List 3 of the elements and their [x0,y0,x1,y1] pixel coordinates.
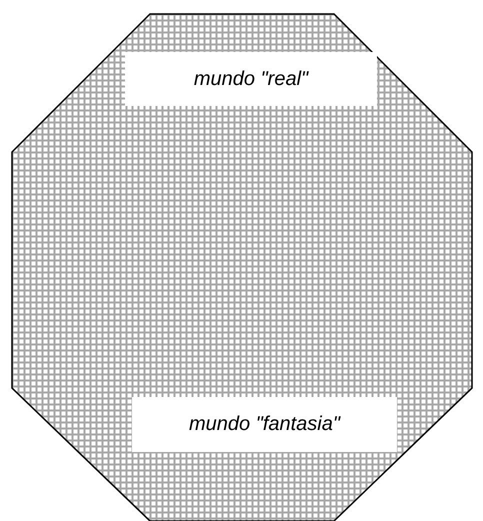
octagon-region [12,14,472,521]
label-box: mundo "real" [125,52,377,106]
label-box: mundo "fantasia" [132,397,397,452]
